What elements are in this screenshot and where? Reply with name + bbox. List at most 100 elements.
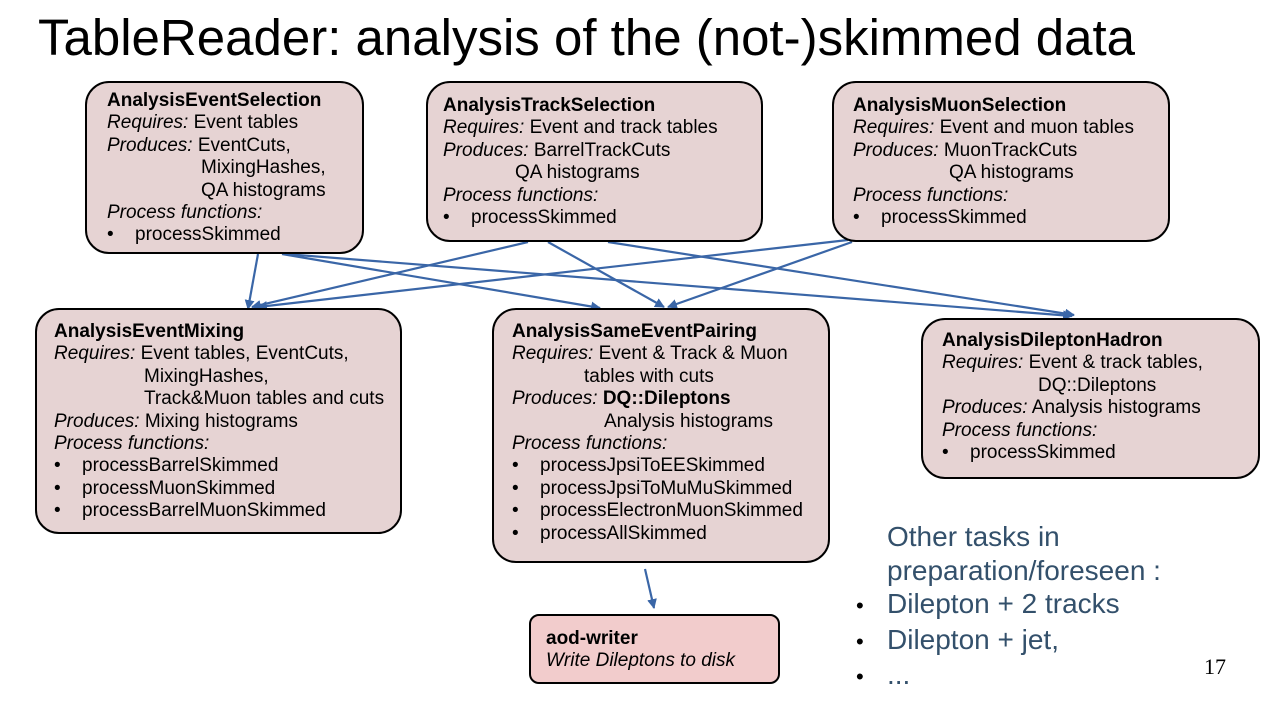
arrow-trksel-to-hadron: [607, 240, 1075, 319]
requires-value: Event and muon tables: [939, 117, 1134, 139]
aod-writer-description: Write Dileptons to disk: [546, 650, 736, 672]
function-name: processJpsiToMuMuSkimmed: [540, 477, 793, 499]
function-item: •processBarrelMuonSkimmed: [54, 500, 400, 522]
produces-label: Produces:: [107, 134, 193, 156]
produces-label: Produces:: [512, 388, 598, 410]
bullet: •: [856, 664, 864, 689]
requires-label: Requires:: [443, 117, 525, 139]
other-task-text: Dilepton + 2 tracks: [887, 588, 1120, 619]
other-task-item: •...: [856, 658, 1161, 694]
requires-value: MixingHashes,: [144, 365, 269, 387]
arrow-evsel-to-pairing: [281, 252, 601, 312]
box-title: AnalysisMuonSelection: [853, 95, 1067, 116]
function-item: • processSkimmed: [942, 442, 1258, 464]
box-title: AnalysisTrackSelection: [443, 95, 656, 116]
bullet: •: [853, 207, 860, 229]
requires-label: Requires:: [853, 117, 935, 139]
box-same-event-pairing: AnalysisSameEventPairing Requires: Event…: [492, 308, 830, 563]
function-name: processSkimmed: [970, 442, 1116, 464]
other-task-item: • Dilepton + jet,: [856, 623, 1161, 659]
box-title: AnalysisEventMixing: [54, 321, 245, 342]
produces-value: BarrelTrackCuts: [533, 139, 671, 161]
arrow-trksel-to-pairing: [547, 241, 665, 308]
other-task-text: Dilepton + jet,: [887, 623, 1059, 655]
requires-label: Requires:: [54, 343, 136, 365]
other-task-text: ...: [887, 659, 911, 690]
bullet: •: [856, 593, 864, 618]
function-item: •processBarrelSkimmed: [54, 455, 400, 477]
function-item: • processMuonSkimmed: [54, 478, 400, 500]
arrow-trksel-to-mixing: [251, 240, 529, 310]
requires-value: Event & Track & Muon: [598, 343, 788, 365]
bullet: •: [512, 455, 519, 477]
bullet: •: [54, 455, 61, 477]
bullet: •: [512, 522, 519, 544]
function-name: processAllSkimmed: [540, 522, 707, 544]
process-functions-label: Process functions:: [107, 202, 263, 224]
produces-value: Analysis histograms: [604, 410, 773, 432]
function-name: processElectronMuonSkimmed: [540, 500, 803, 522]
arrow-muonsel-to-pairing: [667, 240, 853, 309]
requires-value: Event tables, EventCuts,: [140, 343, 349, 365]
produces-value: EventCuts,: [197, 134, 291, 156]
requires-value: Event tables: [193, 112, 299, 134]
function-item: • processJpsiToMuMuSkimmed: [512, 478, 828, 500]
requires-value: DQ::Dileptons: [1038, 374, 1157, 396]
page-number: 17: [1204, 654, 1226, 679]
other-task-item: • Dilepton + 2 tracks: [856, 587, 1161, 623]
process-functions-label: Process functions:: [942, 419, 1098, 441]
bullet: •: [107, 224, 114, 246]
function-name: processSkimmed: [471, 207, 617, 229]
box-track-selection: AnalysisTrackSelection Requires: Event a…: [426, 81, 763, 242]
box-title: AnalysisDileptonHadron: [942, 330, 1163, 351]
function-name: processSkimmed: [881, 207, 1027, 229]
arrow-pairing-to-aod: [643, 568, 657, 609]
process-functions-label: Process functions:: [54, 433, 210, 455]
function-name: processJpsiToEESkimmed: [540, 455, 765, 477]
bullet: •: [512, 500, 519, 522]
bullet: •: [856, 628, 864, 654]
process-functions-label: Process functions:: [512, 433, 668, 455]
arrow-evsel-to-mixing: [244, 253, 260, 310]
bullet: •: [54, 477, 61, 499]
produces-label: Produces:: [853, 139, 939, 161]
function-name: processSkimmed: [135, 224, 281, 246]
requires-value: tables with cuts: [584, 365, 714, 387]
other-tasks-heading: Other tasks in: [887, 521, 1060, 552]
box-event-selection: AnalysisEventSelection Requires: Event t…: [85, 81, 364, 254]
bullet: •: [942, 442, 949, 464]
produces-value: MixingHashes,: [201, 157, 326, 179]
box-muon-selection: AnalysisMuonSelection Requires: Event an…: [832, 81, 1170, 242]
box-title: AnalysisEventSelection: [107, 90, 322, 111]
box-title: aod-writer: [546, 628, 638, 649]
other-tasks: Other tasks in preparation/foreseen : •D…: [856, 520, 1161, 694]
function-item: • processAllSkimmed: [512, 523, 828, 545]
produces-value: QA histograms: [515, 162, 640, 184]
box-dilepton-hadron: AnalysisDileptonHadron Requires: Event &…: [921, 318, 1260, 479]
box-event-mixing: AnalysisEventMixing Requires: Event tabl…: [35, 308, 402, 534]
produces-value: Analysis histograms: [1031, 397, 1201, 419]
bullet: •: [512, 477, 519, 499]
requires-value: Track&Muon tables and cuts: [144, 388, 385, 410]
produces-value: QA histograms: [949, 162, 1074, 184]
produces-value: QA histograms: [201, 179, 326, 201]
process-functions-label: Process functions:: [443, 184, 599, 206]
requires-value: Event & track tables,: [1028, 352, 1203, 374]
box-aod-writer: aod-writer Write Dileptons to disk: [529, 614, 780, 684]
function-item: • processSkimmed: [107, 224, 362, 246]
requires-value: Event and track tables: [529, 117, 718, 139]
process-functions-label: Process functions:: [853, 184, 1009, 206]
produces-label: Produces:: [942, 397, 1028, 419]
produces-label: Produces:: [443, 139, 529, 161]
requires-label: Requires:: [107, 112, 189, 134]
produces-label: Produces:: [54, 410, 140, 432]
function-item: • processElectronMuonSkimmed: [512, 500, 828, 522]
slide-title: TableReader: analysis of the (not-)skimm…: [38, 9, 1136, 66]
box-title: AnalysisSameEventPairing: [512, 321, 757, 342]
bullet: •: [54, 500, 61, 522]
produces-value: MuonTrackCuts: [943, 139, 1078, 161]
requires-label: Requires:: [942, 352, 1024, 374]
function-name: processMuonSkimmed: [82, 477, 276, 499]
arrow-evsel-to-hadron: [284, 252, 1073, 321]
produces-value-dileptons: DQ::Dileptons: [602, 388, 731, 410]
